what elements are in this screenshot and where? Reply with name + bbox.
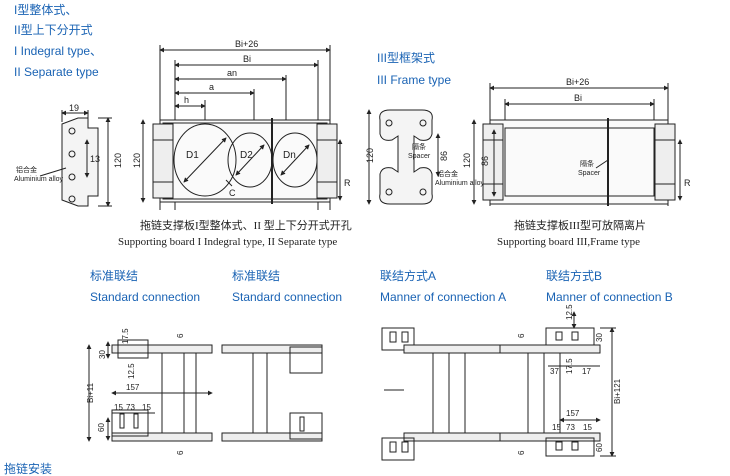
frame-alloy-en: Aluminium alloy [435,180,485,187]
dim-conna-6: 6 [517,333,526,338]
caption-right-en: Supporting board III,Frame type [497,236,640,248]
label-dn: Dn [283,150,296,161]
caption-left-en: Supporting board I Indegral type, II Sep… [118,236,338,248]
caption-right-cn: 拖链支撑板III型可放隔离片 [514,220,646,232]
dim-conna-6b: 6 [517,450,526,455]
board-i-ii-drawing [140,45,343,210]
dim-connb-15a: 15 [552,423,561,432]
board3-spacer-en: Spacer [578,170,601,177]
standard-connection-1-drawing [86,339,213,442]
board-iii-drawing [471,83,683,206]
title-iii-type-cn: III型框架式 [377,51,436,65]
dim-bi-left: Bi [243,54,251,64]
frame-dim-120: 120 [365,148,375,163]
dim-connb-73: 73 [566,423,575,432]
title-i-type-cn: I型整体式、 [14,3,78,17]
dim-conn1-15b: 15 [142,403,151,412]
board3-dim-86: 86 [480,156,490,166]
dim-connb-37: 37 [550,367,559,376]
frame-spacer-en: Spacer [408,153,431,160]
conn-b-cn: 联结方式B [546,269,603,283]
label-d1: D1 [186,150,199,161]
dim-bi11: Bi+11 [86,382,95,403]
title-ii-type-cn: II型上下分开式 [14,23,93,37]
label-r-left: R [344,178,351,188]
conn-1-cn: 标准联结 [90,269,139,283]
dim-conn1-175: 17.5 [121,328,130,344]
conn-a-cn: 联结方式A [380,269,437,283]
board3-spacer-cn: 隔条 [580,159,594,168]
frame-dim-86: 86 [439,151,449,161]
conn-b-en: Manner of connection B [546,290,673,304]
caption-left-cn: 拖链支撑板I型整体式、II 型上下分开式开孔 [140,220,352,232]
dim-an: an [227,68,237,78]
connection-a-drawing [381,327,505,461]
title-ii-type-en: II Separate type [14,65,99,79]
conn-1-en: Standard connection [90,290,201,304]
dim-conn1-73: 73 [126,403,135,412]
frame-alloy-cn: 铝合金 [437,169,458,178]
dim-19: 19 [69,103,79,113]
board3-dim-120: 120 [462,153,472,168]
dim-h: h [184,95,189,105]
dim-conn1-157: 157 [126,383,140,392]
dim-bi-right: Bi [574,93,582,103]
label-c: C [229,188,236,198]
dim-connb-125: 12.5 [565,304,574,320]
dim-bi121: Bi+121 [613,378,622,404]
conn-a-en: Manner of connection A [380,290,507,304]
dim-conn1-30: 30 [98,350,107,359]
dim-connb-15b: 15 [583,423,592,432]
label-d2: D2 [240,150,253,161]
dim-connb-175: 17.5 [565,358,574,374]
dim-board-120: 120 [132,153,142,168]
dim-bi26-left: Bi+26 [235,39,258,49]
dim-side-120: 120 [113,153,123,168]
frame-spacer-cn: 隔条 [412,142,426,151]
dim-bi26-right: Bi+26 [566,77,589,87]
conn-2-en: Standard connection [232,290,343,304]
dim-conn1-60: 60 [97,423,106,432]
side-profile-drawing [39,110,112,207]
dim-a: a [209,82,214,92]
title-iii-type-en: III Frame type [377,73,452,87]
dim-conn1-6b: 6 [176,450,185,455]
conn-2-cn: 标准联结 [232,269,281,283]
dim-conn1-15a: 15 [114,403,123,412]
dim-conn1-125: 12.5 [127,363,136,379]
title-i-type-en: I Indegral type、 [14,44,103,58]
standard-connection-2-drawing [221,344,323,442]
dim-connb-30: 30 [595,333,604,342]
dim-connb-60: 60 [595,443,604,452]
dim-connb-17: 17 [582,367,591,376]
label-r-right: R [684,178,691,188]
alloy-cn-label: 铝合金 [16,165,37,174]
frame-profile-drawing [366,109,441,205]
alloy-en-label: Aluminium alloy [14,176,64,183]
dim-conn1-6: 6 [176,333,185,338]
dim-13: 13 [90,154,100,164]
connection-b-drawing [499,311,616,457]
dim-connb-157: 157 [566,409,580,418]
